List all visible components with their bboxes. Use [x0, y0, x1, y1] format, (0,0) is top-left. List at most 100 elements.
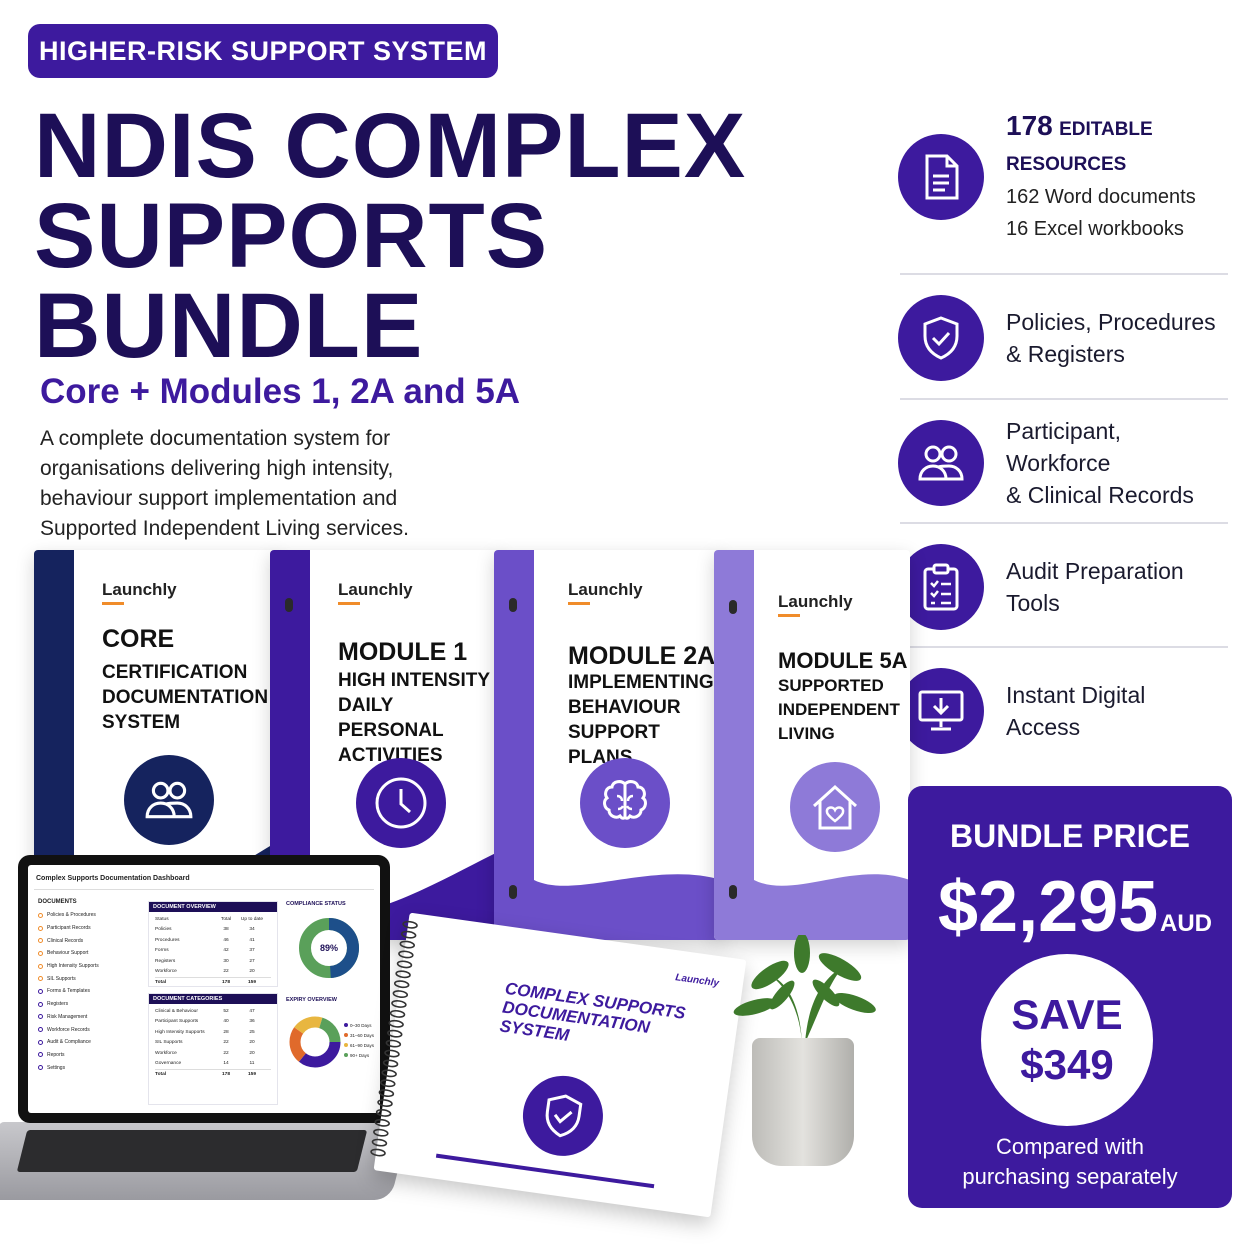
overview-title: DOCUMENT OVERVIEW: [149, 902, 277, 912]
feature-access-line-1: Instant Digital: [1006, 682, 1146, 708]
savings-amount: $349: [1020, 1041, 1114, 1088]
legend-label: 31–60 Days: [350, 1033, 375, 1038]
notebook-accent-bar: [435, 1153, 655, 1189]
dashboard-screen: Complex Supports Documentation Dashboard…: [28, 865, 380, 1113]
table-cell: 40: [223, 1019, 229, 1025]
legend-item: 31–60 Days: [344, 1031, 374, 1041]
binder-ring: [729, 885, 737, 899]
notebook-spiral: [370, 920, 418, 1157]
savings-label: SAVE: [1011, 991, 1123, 1038]
table-cell: SIL Supports: [155, 1040, 183, 1046]
nav-bullet-icon: [38, 1014, 43, 1020]
binder-title: MODULE 5A: [778, 648, 908, 673]
table-cell: 47: [249, 1008, 255, 1014]
binder-subtitle-line: LIVING: [778, 724, 835, 743]
sidebar-nav-item[interactable]: Reports: [38, 1049, 148, 1062]
binder-title: MODULE 1: [338, 638, 468, 666]
sidebar-nav-item[interactable]: Forms & Templates: [38, 985, 148, 998]
word-docs-count: 162 Word documents: [1006, 185, 1196, 208]
spiral-coil: [380, 1079, 396, 1088]
sidebar-nav-item[interactable]: Registers: [38, 998, 148, 1011]
spiral-coil: [399, 940, 416, 949]
feature-records-line-1: Participant, Workforce: [1006, 418, 1122, 476]
table-cell: Up to date: [240, 916, 264, 922]
nav-item-label: Forms & Templates: [47, 988, 90, 995]
savings-badge: SAVE $349: [981, 954, 1153, 1126]
dashboard-title: Complex Supports Documentation Dashboard: [36, 875, 190, 882]
price-currency: AUD: [1160, 910, 1212, 937]
table-row: Clinical & Behaviour 52 47: [155, 1006, 271, 1017]
spiral-coil: [375, 1108, 392, 1117]
feature-divider: [900, 273, 1228, 275]
spiral-coil: [382, 1059, 399, 1068]
table-cell: 37: [249, 948, 255, 954]
feature-records-line-2: & Clinical Records: [1006, 482, 1194, 508]
sidebar-nav-item[interactable]: SIL Supports: [38, 972, 148, 985]
binder-brand: Launchly: [102, 580, 177, 605]
laptop-keyboard: [16, 1130, 368, 1172]
table-cell: 36: [249, 1019, 255, 1025]
binder-module-1: Launchly MODULE 1 HIGH INTENSITY DAILY P…: [270, 550, 502, 940]
spiral-coil: [371, 1138, 388, 1147]
table-cell: 11: [249, 1061, 255, 1067]
spiral-coil: [393, 980, 410, 989]
page-title-line-2: SUPPORTS: [34, 185, 549, 287]
category-badge: HIGHER-RISK SUPPORT SYSTEM: [28, 24, 498, 78]
table-cell: 28: [223, 1029, 229, 1035]
legend-item: 90+ Days: [344, 1051, 374, 1061]
sidebar-nav-item[interactable]: Policies & Procedures: [38, 909, 148, 922]
table-cell: 42: [223, 948, 229, 954]
sidebar-nav-item[interactable]: Settings: [38, 1061, 148, 1074]
sidebar-nav-item[interactable]: Risk Management: [38, 1011, 148, 1024]
table-cell: Clinical & Behaviour: [155, 1008, 198, 1014]
legend-label: 0–30 Days: [350, 1023, 372, 1028]
sidebar-nav-item[interactable]: Workforce Records: [38, 1023, 148, 1036]
document-icon: [898, 134, 984, 220]
table-cell: 159: [247, 980, 256, 986]
binder-title: MODULE 2A: [568, 642, 716, 670]
binder-module-5a: Launchly MODULE 5A SUPPORTED INDEPENDENT…: [714, 550, 910, 940]
binder-brand: Launchly: [568, 580, 643, 605]
notebook-brand: Launchly: [674, 972, 720, 990]
binder-ring: [285, 598, 293, 612]
binder-module-2a: Launchly MODULE 2A IMPLEMENTING BEHAVIOU…: [494, 550, 722, 940]
brain-icon: [580, 758, 670, 848]
table-cell: 22: [223, 969, 229, 975]
page-title-line-1: NDIS COMPLEX: [34, 95, 747, 197]
spiral-coil: [400, 930, 417, 939]
compliance-percent: 89%: [320, 943, 338, 953]
table-cell: Participant Supports: [155, 1019, 199, 1025]
table-cell: Registers: [155, 958, 176, 964]
page-title-line-3: BUNDLE: [34, 275, 424, 377]
sidebar-nav-item[interactable]: High Intensity Supports: [38, 960, 148, 973]
notebook-title: COMPLEX SUPPORTS DOCUMENTATION SYSTEM: [498, 978, 687, 1045]
sidebar-nav-item[interactable]: Behaviour Support: [38, 947, 148, 960]
spiral-coil: [391, 1000, 407, 1008]
table-cell: 20: [249, 969, 255, 975]
table-cell: 20: [249, 1050, 255, 1056]
table-cell: 38: [223, 927, 229, 933]
donut-segment: [299, 918, 359, 978]
sidebar-nav-item[interactable]: Participant Records: [38, 922, 148, 935]
sidebar-nav-item[interactable]: Audit & Compliance: [38, 1036, 148, 1049]
table-cell: Governance: [155, 1061, 182, 1067]
people-icon: [124, 755, 214, 845]
sidebar-header: DOCUMENTS: [38, 899, 77, 905]
table-cell: 52: [223, 1008, 229, 1014]
sidebar-nav-item[interactable]: Clinical Records: [38, 934, 148, 947]
legend-swatch: [344, 1033, 348, 1037]
price-amount: $2,295: [938, 867, 1159, 947]
binder-title: CORE: [102, 625, 175, 653]
spiral-coil: [373, 1128, 389, 1137]
nav-item-label: High Intensity Supports: [47, 963, 99, 970]
legend-item: 0–30 Days: [344, 1021, 374, 1031]
table-cell: 178: [221, 980, 230, 986]
nav-bullet-icon: [38, 1001, 43, 1007]
